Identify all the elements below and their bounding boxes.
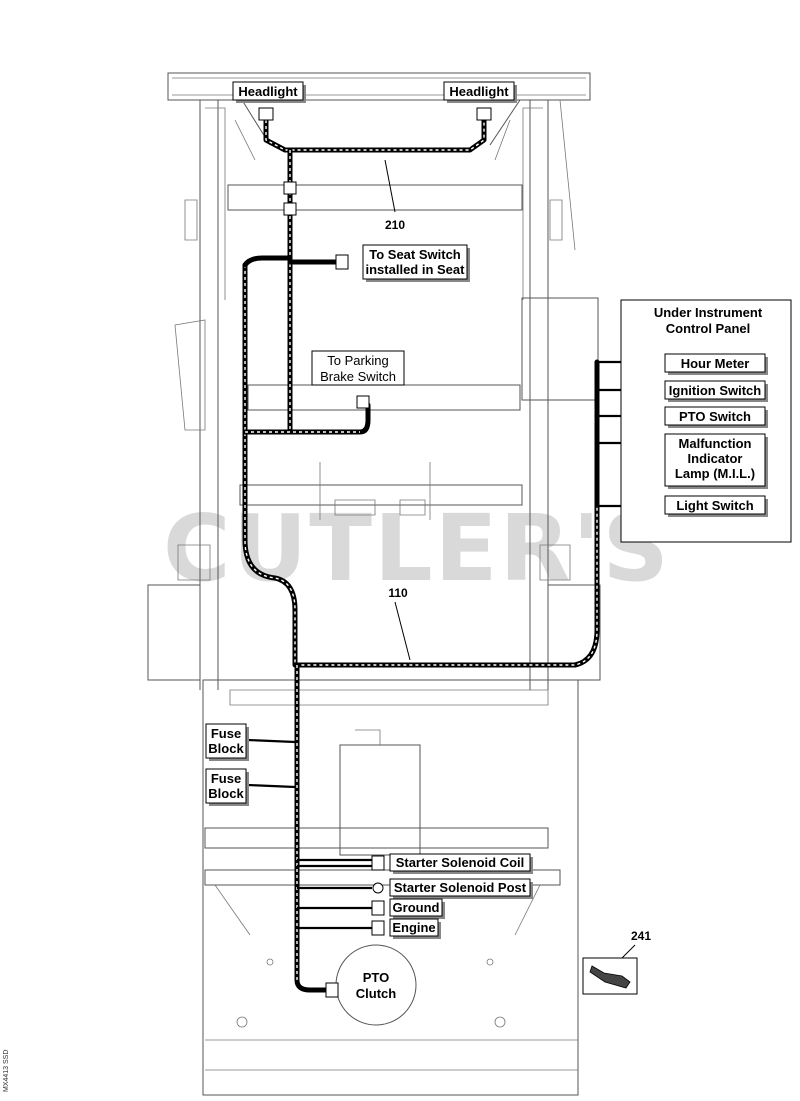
headlight-right-label: Headlight bbox=[443, 81, 517, 103]
svg-text:Ground: Ground bbox=[393, 900, 440, 915]
svg-text:Fuse: Fuse bbox=[211, 726, 241, 741]
fuse-block-2-label: Fuse Block bbox=[205, 768, 249, 806]
panel-title-line1: Under Instrument bbox=[654, 305, 763, 320]
svg-text:Hour Meter: Hour Meter bbox=[681, 356, 750, 371]
svg-text:Headlight: Headlight bbox=[238, 84, 298, 99]
ignition-switch-label: Ignition Switch bbox=[664, 380, 768, 402]
harness-210 bbox=[258, 107, 492, 433]
headlight-left-label: Headlight bbox=[232, 81, 306, 103]
svg-text:Engine: Engine bbox=[392, 920, 435, 935]
pto-clutch-label: PTO Clutch bbox=[356, 970, 397, 1001]
panel-title-line2: Control Panel bbox=[666, 321, 751, 336]
fuse-block-1-label: Fuse Block bbox=[205, 723, 249, 761]
mil-label: Malfunction Indicator Lamp (M.I.L.) bbox=[664, 433, 768, 489]
lower-branches bbox=[247, 738, 385, 936]
hour-meter-label: Hour Meter bbox=[664, 353, 768, 375]
ground-label: Ground bbox=[389, 898, 445, 919]
svg-text:Block: Block bbox=[208, 741, 244, 756]
pto-switch-label: PTO Switch bbox=[664, 406, 768, 428]
svg-text:Block: Block bbox=[208, 786, 244, 801]
ref-241: 241 bbox=[631, 929, 651, 943]
svg-text:installed in Seat: installed in Seat bbox=[366, 262, 466, 277]
svg-text:Ignition Switch: Ignition Switch bbox=[669, 383, 761, 398]
svg-text:Malfunction: Malfunction bbox=[679, 436, 752, 451]
light-switch-label: Light Switch bbox=[664, 495, 768, 517]
svg-text:To Parking: To Parking bbox=[327, 353, 388, 368]
svg-text:Brake Switch: Brake Switch bbox=[320, 369, 396, 384]
svg-text:Clutch: Clutch bbox=[356, 986, 397, 1001]
svg-text:Starter Solenoid Post: Starter Solenoid Post bbox=[394, 880, 527, 895]
parking-brake-label: To Parking Brake Switch bbox=[311, 350, 405, 386]
seat-switch-label: To Seat Switch installed in Seat bbox=[362, 244, 470, 282]
svg-text:Lamp (M.I.L.): Lamp (M.I.L.) bbox=[675, 466, 755, 481]
starter-post-label: Starter Solenoid Post bbox=[389, 878, 533, 899]
svg-text:Fuse: Fuse bbox=[211, 771, 241, 786]
part-241-inset bbox=[582, 944, 638, 995]
svg-text:To Seat Switch: To Seat Switch bbox=[369, 247, 461, 262]
ref-210: 210 bbox=[385, 218, 405, 232]
svg-text:Starter Solenoid Coil: Starter Solenoid Coil bbox=[396, 855, 525, 870]
svg-text:Light Switch: Light Switch bbox=[676, 498, 753, 513]
svg-text:PTO Switch: PTO Switch bbox=[679, 409, 751, 424]
svg-text:PTO: PTO bbox=[363, 970, 390, 985]
starter-coil-label: Starter Solenoid Coil bbox=[389, 853, 533, 874]
engine-label: Engine bbox=[389, 918, 441, 939]
ref-110: 110 bbox=[388, 586, 408, 600]
harness-110 bbox=[242, 255, 600, 998]
svg-text:Headlight: Headlight bbox=[449, 84, 509, 99]
svg-text:Indicator: Indicator bbox=[688, 451, 743, 466]
side-code: MX4413 SSD bbox=[3, 1050, 10, 1092]
